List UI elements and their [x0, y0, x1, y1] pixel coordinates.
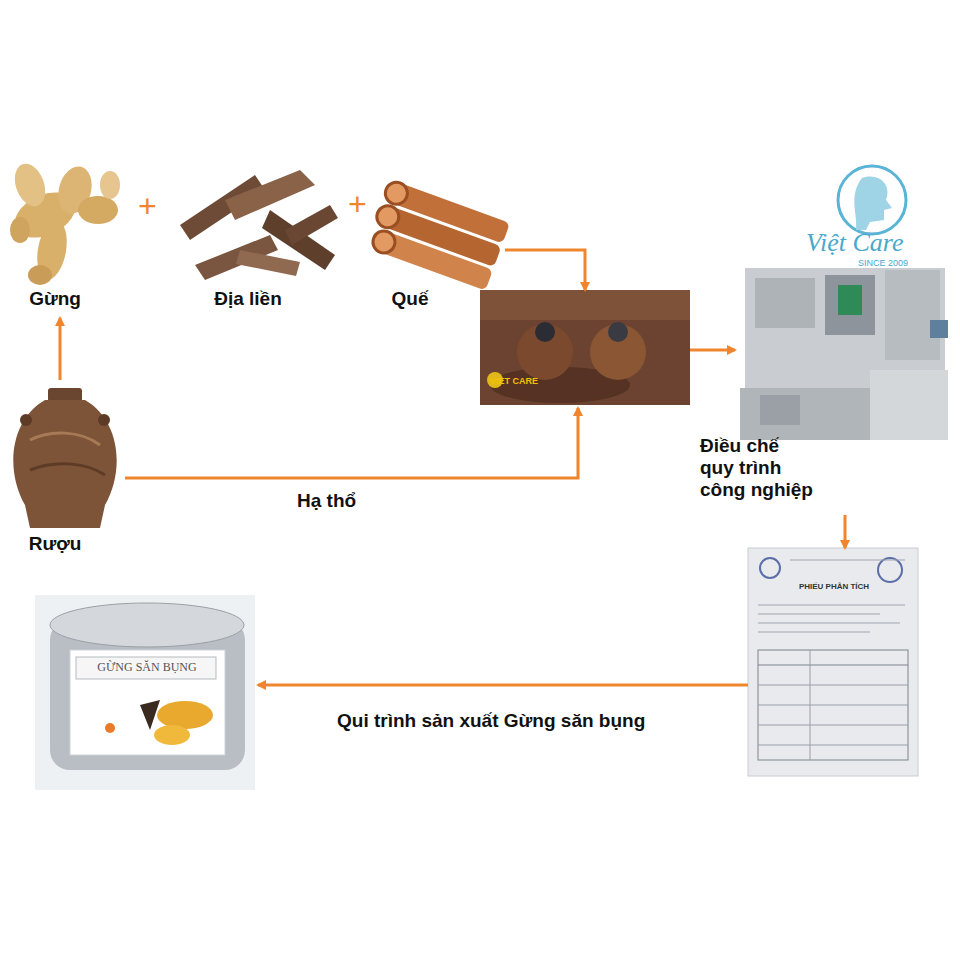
flow-arrow — [844, 515, 847, 548]
product-node: GỪNG SĂN BỤNG — [32, 592, 258, 792]
document-node: PHIẾU PHÂN TÍCH — [748, 548, 920, 776]
dia-lien-picture — [180, 170, 338, 280]
node-label: VIET CARE — [490, 376, 580, 387]
burying-node: VIET CARE — [480, 290, 690, 408]
ingredient-node: Rượu — [5, 380, 125, 560]
flow-arrow — [258, 684, 748, 687]
viet-care-logo — [838, 166, 906, 234]
flow-arrow — [690, 349, 735, 352]
edge-label: Hạ thổ — [295, 490, 358, 512]
node-label: Rượu — [5, 533, 105, 555]
buried-jars-photo — [480, 290, 690, 405]
ingredient-node: Gừng — [5, 160, 130, 318]
node-label: Điều chế quy trình công nghiệp — [700, 435, 816, 501]
machine-picture — [740, 268, 948, 440]
flow-arrow — [59, 318, 62, 380]
ingredient-node: Quế — [365, 185, 505, 310]
node-label: Địa liền — [188, 288, 308, 310]
ingredient-node: Địa liền — [168, 160, 348, 318]
wine-jar-picture — [13, 388, 116, 528]
flow-arrow — [505, 250, 585, 290]
ginger-picture — [8, 160, 120, 285]
node-label: GỪNG SĂN BỤNG — [78, 660, 216, 674]
node-label: Gừng — [5, 288, 105, 310]
flow-arrow — [125, 408, 578, 478]
brand-name: Việt Care — [806, 228, 903, 258]
plus-sign: + — [348, 186, 367, 223]
machine-node: Điều chế quy trình công nghiệp — [735, 232, 950, 515]
node-label: PHIẾU PHÂN TÍCH — [748, 582, 920, 592]
cinnamon-picture — [365, 179, 510, 290]
product-tin-photo — [35, 595, 255, 790]
edge-label: Qui trình sản xuất Gừng săn bụng — [335, 710, 647, 732]
plus-sign: + — [138, 188, 157, 225]
node-label: Quế — [365, 288, 455, 310]
brand-since: SINCE 2009 — [858, 258, 908, 268]
